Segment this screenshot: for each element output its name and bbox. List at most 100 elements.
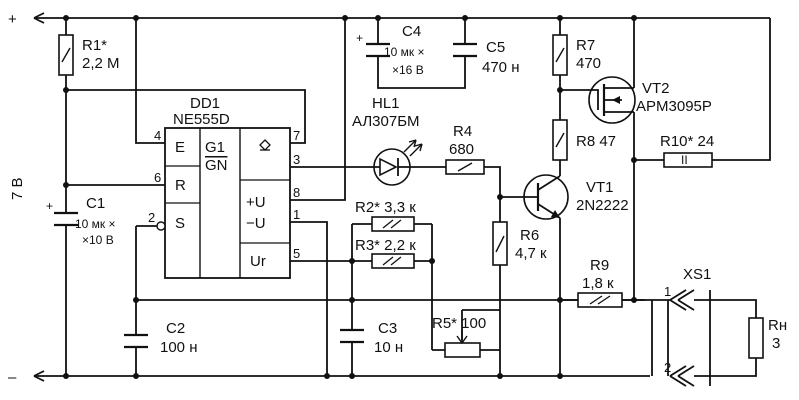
ic-block-plus-u: +U xyxy=(246,194,266,211)
r2-r3-to-r5 xyxy=(431,224,445,351)
capacitor-c2: C2 100 н xyxy=(124,320,197,356)
hl1-part: АЛ307БМ xyxy=(352,113,420,130)
connector-leads xyxy=(694,299,710,377)
r4-ref: R4 xyxy=(453,123,472,140)
c4-value-1: 10 мк × xyxy=(384,45,425,59)
junction-dot xyxy=(631,297,637,303)
junction-dot xyxy=(375,15,381,21)
r9-value: 1,8 к xyxy=(582,275,614,292)
resistor-stripe xyxy=(555,47,565,63)
wires xyxy=(33,12,771,382)
resistor-body xyxy=(371,253,415,269)
wiper-arrow-icon xyxy=(456,335,468,345)
c1-value-2: ×10 В xyxy=(82,233,114,247)
connector-contact-1 xyxy=(677,289,695,311)
c3-ref: C3 xyxy=(378,320,397,337)
c5-value: 470 н xyxy=(482,59,519,76)
junction-dot xyxy=(497,373,503,379)
junction-dot xyxy=(557,15,563,21)
resistor-stripe xyxy=(457,162,473,172)
resistor-r9: R9 1,8 к xyxy=(577,257,623,308)
c3-value: 10 н xyxy=(374,339,403,356)
mosfet-leads xyxy=(604,87,634,113)
junction-dot xyxy=(557,373,563,379)
ic-dd1: DD1 NE555D E R S G1 GN +U −U Ur 4 6 2 7 … xyxy=(136,95,300,279)
resistor-stripe xyxy=(495,235,505,253)
load-ref: Rн xyxy=(768,317,787,334)
led-hl1: HL1 АЛ307БМ xyxy=(352,95,423,186)
ic-block-s: S xyxy=(175,215,185,232)
resistor-stripe xyxy=(390,256,402,266)
r3-label: R3* 2,2 к xyxy=(355,237,416,254)
vt1-ref: VT1 xyxy=(586,179,614,196)
junction-dot xyxy=(63,182,69,188)
capacitor-c1: + C1 10 мк × ×10 В xyxy=(46,195,116,247)
xs1-pin-1: 1 xyxy=(664,284,671,299)
transistor-vt1: VT1 2N2222 xyxy=(520,174,629,220)
ic-block-e: E xyxy=(175,139,185,156)
resistor-stripe xyxy=(597,295,611,305)
ic-ref: DD1 xyxy=(190,95,220,112)
pin-number: 2 xyxy=(148,210,155,225)
pin-number: 7 xyxy=(293,128,300,143)
inversion-circle xyxy=(156,221,166,231)
load-value: 3 xyxy=(772,335,780,352)
r7-value: 470 xyxy=(576,55,601,72)
resistor-stripe xyxy=(390,219,402,229)
junctions xyxy=(63,15,637,379)
junction-dot xyxy=(63,15,69,21)
resistor-r3: R3* 2,2 к xyxy=(355,237,416,269)
resistor-r2: R2* 3,3 к xyxy=(355,199,416,232)
pin-number: 4 xyxy=(154,128,161,143)
r1-node-to-pin7 xyxy=(66,89,306,144)
c4-c5-wires xyxy=(377,18,466,89)
junction-dot xyxy=(497,194,503,200)
c1-polarity: + xyxy=(46,199,53,213)
supply-voltage-label: 7 В xyxy=(9,177,26,200)
light-arrows-icon xyxy=(403,139,423,157)
xs1-wires xyxy=(651,300,669,376)
vt2-part: APM3095P xyxy=(636,98,712,115)
load-resistor: Rн 3 xyxy=(748,317,787,359)
junction-dot xyxy=(557,87,563,93)
c4-polarity: + xyxy=(356,31,363,45)
pin-number: 5 xyxy=(293,246,300,261)
light-arrows-icon xyxy=(408,139,423,152)
connector-contact-1 xyxy=(669,289,687,311)
junction-dot xyxy=(324,373,330,379)
capacitor-c4: + C4 10 мк × ×16 В xyxy=(356,23,425,77)
pin8-wire xyxy=(290,18,346,201)
positive-rail-arrow xyxy=(33,12,45,24)
ic-block-gn: GN xyxy=(205,157,228,174)
connector-contact-2 xyxy=(669,365,687,387)
pin-number: 3 xyxy=(293,152,300,167)
ic-block-g1: G1 xyxy=(205,139,225,156)
mosfet-vt2: VT2 APM3095P xyxy=(588,76,712,124)
junction-dot xyxy=(63,373,69,379)
junction-dot xyxy=(133,15,139,21)
resistor-body xyxy=(444,342,481,358)
vt2-ref: VT2 xyxy=(642,80,670,97)
c4-ref: C4 xyxy=(402,23,421,40)
resistor-stripe xyxy=(61,47,71,63)
vt1-part: 2N2222 xyxy=(576,197,629,214)
junction-dot xyxy=(462,15,468,21)
positive-rail-label: + xyxy=(8,11,17,28)
transistor-collector xyxy=(537,175,561,191)
c1-value-1: 10 мк × xyxy=(75,217,116,231)
emitter-arrow-icon xyxy=(551,210,560,218)
r1-ref: R1* xyxy=(82,37,107,54)
connector-xs1: XS1 1 2 xyxy=(664,266,711,387)
r8-label: R8 47 xyxy=(576,133,616,150)
pin-number: 1 xyxy=(293,207,300,222)
r4-value: 680 xyxy=(449,141,474,158)
negative-rail-label: – xyxy=(8,369,17,386)
r10-wire xyxy=(634,18,771,161)
trimmer-r5: R5* 100 xyxy=(432,309,500,358)
junction-dot xyxy=(349,373,355,379)
led-r4-base-wire xyxy=(412,166,520,198)
resistor-body xyxy=(663,152,713,168)
resistor-r1: R1* 2,2 М xyxy=(58,34,120,76)
resistor-stripe xyxy=(555,132,565,148)
